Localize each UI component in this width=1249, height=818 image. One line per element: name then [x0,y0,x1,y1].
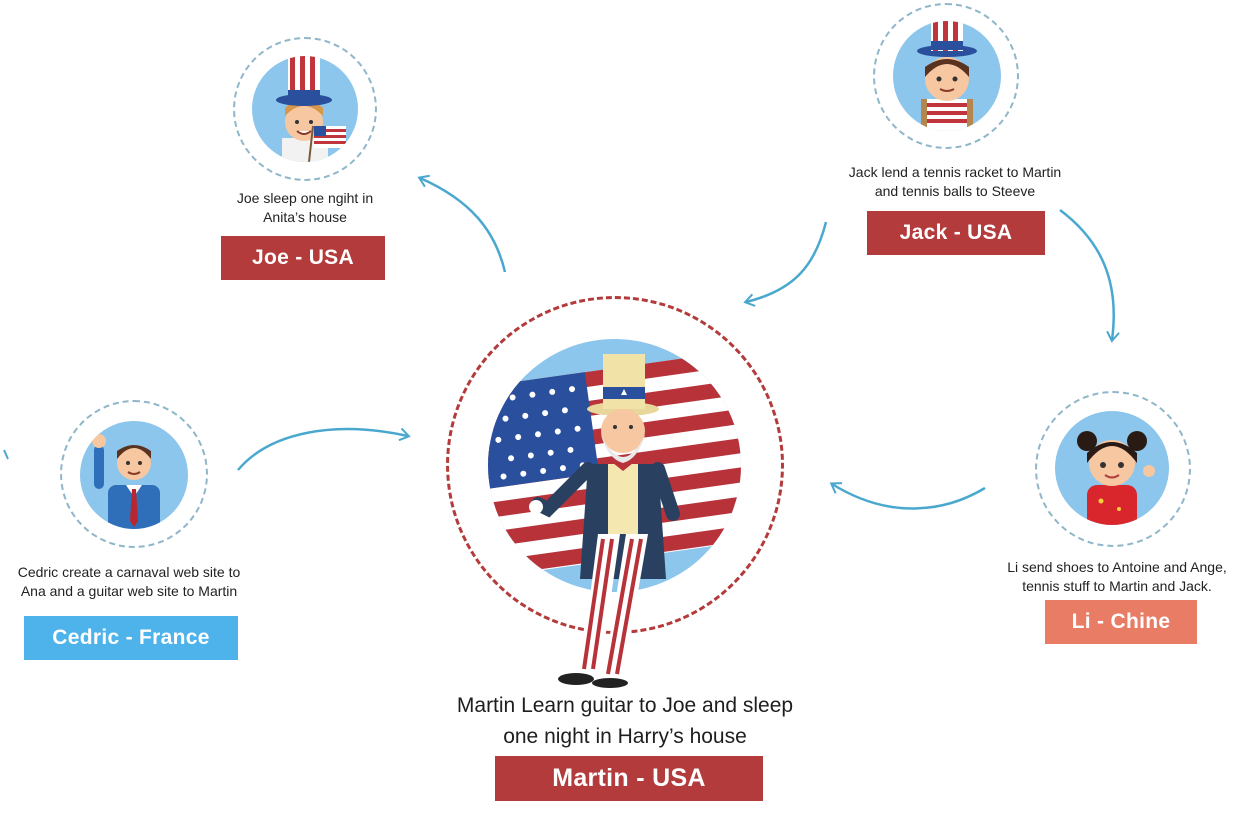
joe-avatar-ring [233,37,377,181]
cedric-caption: Cedric create a carnaval web site to Ana… [17,564,241,599]
joe-caption: Joe sleep one ngiht in Anita’s house [236,190,374,225]
martin-caption: Martin Learn guitar to Joe and sleep one… [456,694,794,748]
uncle-sam-icon [529,354,680,688]
li-avatar-ring [1035,391,1191,547]
businessman-icon [80,421,188,529]
joe-name-tag: Joe - USA [221,236,385,280]
jack-name-tag: Jack - USA [867,211,1045,255]
arrow-martin-to-joe [417,174,507,273]
li-caption: Li send shoes to Antoine and Ange, tenni… [1007,559,1227,594]
cedric-name-tag: Cedric - France [24,616,238,660]
jack-caption: Jack lend a tennis racket to Martin and … [848,164,1062,199]
uncle-sam-hat-boy-icon [252,56,358,162]
arrow-cedric-to-martin [237,427,411,471]
arrow-jack-to-martin [743,221,828,307]
chinese-girl-icon [1055,411,1169,525]
arrow-stub-left [3,449,9,460]
jack-avatar-ring [873,3,1019,149]
li-name-tag: Li - Chine [1045,600,1197,644]
martin-name-tag: Martin - USA [495,756,763,801]
uncle-sam-hat-kid-icon [893,21,1001,131]
arrow-li-to-martin [829,482,986,510]
cedric-avatar-ring [60,400,208,548]
arrow-jack-to-li [1059,209,1120,343]
